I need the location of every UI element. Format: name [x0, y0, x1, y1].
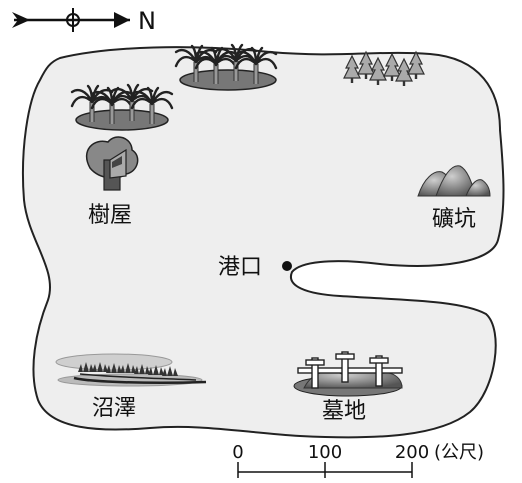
north-label: N	[138, 7, 156, 35]
scale-bar: 0 100 200 (公尺)	[232, 442, 484, 478]
compass-arrow-head-icon	[114, 12, 130, 28]
scale-tick-label-100: 100	[308, 442, 342, 463]
compass: N	[12, 7, 156, 35]
palm-grove-north-icon	[176, 45, 276, 91]
swamp-icon	[55, 353, 207, 387]
place-label-cemetery: 墓地	[322, 399, 366, 424]
place-label-swamp: 沼澤	[92, 396, 136, 421]
tree-house-icon	[85, 136, 139, 191]
compass-tail-icon	[12, 12, 30, 28]
harbor-dot-icon	[282, 261, 292, 271]
island-outline	[21, 46, 505, 439]
place-label-harbor: 港口	[218, 255, 262, 280]
scale-tick-label-0: 0	[232, 442, 243, 463]
palm-grove-west-icon	[72, 85, 172, 131]
place-label-tree-house: 樹屋	[88, 203, 132, 228]
scale-tick-label-200: 200	[395, 442, 429, 463]
scale-unit-label: (公尺)	[434, 442, 484, 463]
place-label-mine: 礦坑	[432, 207, 476, 232]
mine-hills-icon	[417, 165, 491, 197]
cemetery-icon	[293, 351, 403, 397]
